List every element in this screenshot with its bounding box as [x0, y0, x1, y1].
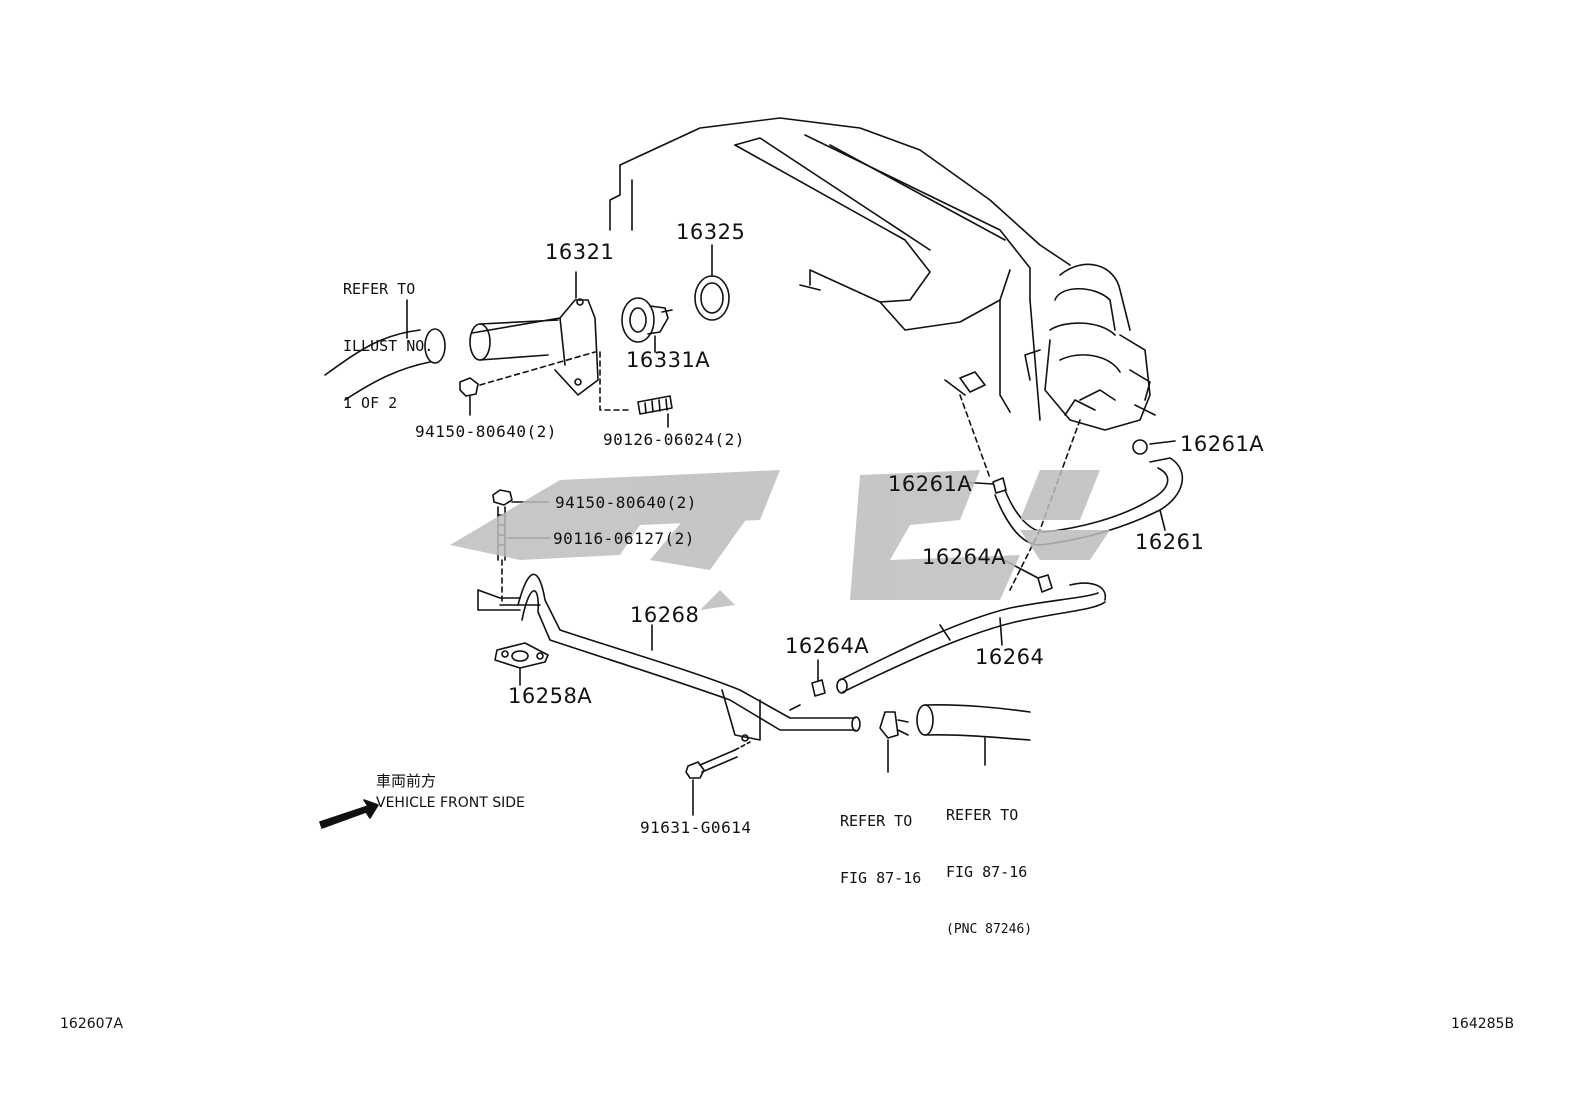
label-16325[interactable]: 16325 [676, 220, 746, 244]
label-16264A-upper[interactable]: 16264A [922, 545, 1007, 569]
label-16264[interactable]: 16264 [975, 645, 1045, 669]
front-side-jp: 車両前方 [376, 772, 437, 790]
bolt-91631 [685, 741, 751, 816]
note-refer-fig-a-line2: FIG 87-16 [840, 869, 922, 887]
note-refer-illust-line1: REFER TO [343, 280, 416, 298]
watermark-logo [450, 470, 1110, 610]
label-94150-80640-upper[interactable]: 94150-80640(2) [415, 422, 557, 441]
radiator-hose-upper [324, 299, 446, 401]
note-refer-fig-b-line3: (PNC 87246) [946, 922, 1033, 937]
thermostat [621, 297, 673, 353]
footer-right-code: 164285B [1451, 1016, 1515, 1032]
bypass-hose [959, 394, 1184, 591]
label-16331A[interactable]: 16331A [626, 348, 711, 372]
note-refer-fig-a-line1: REFER TO [840, 812, 913, 830]
note-refer-illust-line2: ILLUST NO. [343, 337, 434, 355]
water-hose-16264 [836, 557, 1106, 694]
heater-hose [916, 704, 1031, 766]
footer-left-code: 162607A [60, 1016, 124, 1032]
label-91631-G0614[interactable]: 91631-G0614 [640, 818, 752, 837]
label-16261[interactable]: 16261 [1135, 530, 1205, 554]
note-refer-fig-b-line2: FIG 87-16 [946, 863, 1028, 881]
label-16258A[interactable]: 16258A [508, 684, 593, 708]
label-94150-80640-mid[interactable]: 94150-80640(2) [555, 493, 697, 512]
note-refer-illust-line3: 1 OF 2 [343, 394, 398, 412]
clamp-lower [811, 659, 909, 773]
label-16261A-left[interactable]: 16261A [888, 472, 973, 496]
hardware-upper [459, 351, 673, 428]
label-16321[interactable]: 16321 [545, 240, 615, 264]
note-refer-fig-b-line1: REFER TO [946, 806, 1019, 824]
label-16264A-lower[interactable]: 16264A [785, 634, 870, 658]
note-refer-illust: REFER TO ILLUST NO. 1 OF 2 [343, 242, 433, 432]
throttle-body [1024, 263, 1156, 431]
front-arrow-icon [319, 799, 379, 829]
label-16268[interactable]: 16268 [630, 603, 700, 627]
label-90116-06127[interactable]: 90116-06127(2) [553, 529, 695, 548]
note-refer-fig-b: REFER TO FIG 87-16 (PNC 87246) [946, 768, 1032, 958]
gasket-16258A [494, 642, 549, 686]
engine-block [609, 117, 1071, 421]
front-side-en: VEHICLE FRONT SIDE [376, 795, 525, 811]
water-outlet [469, 271, 599, 396]
label-16261A-right[interactable]: 16261A [1180, 432, 1265, 456]
label-90126-06024[interactable]: 90126-06024(2) [603, 430, 745, 449]
gasket [694, 244, 730, 321]
note-refer-fig-a: REFER TO FIG 87-16 [840, 774, 921, 907]
